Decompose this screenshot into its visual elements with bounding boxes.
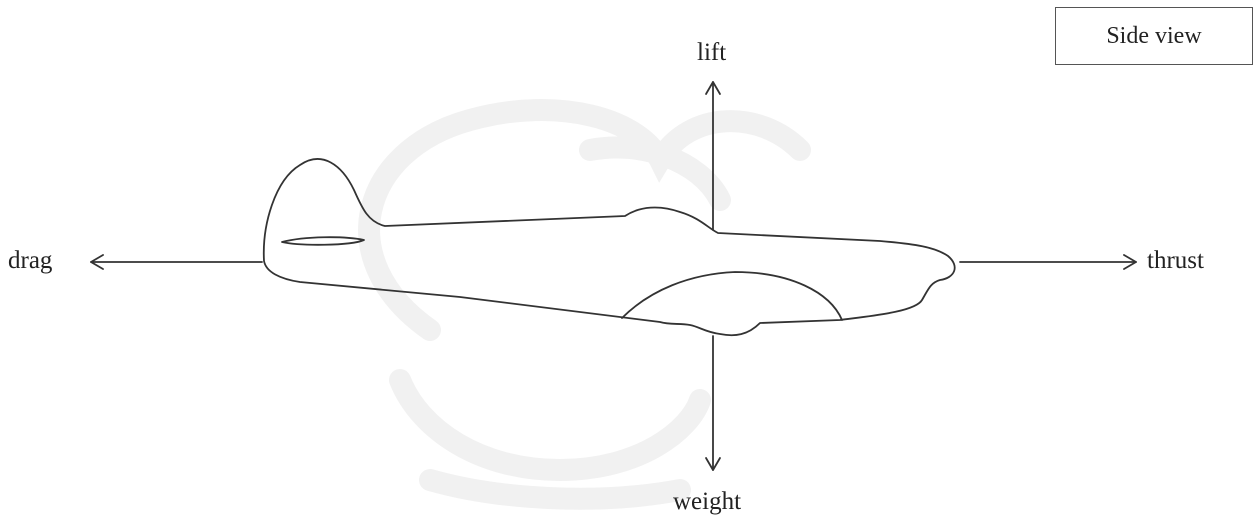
thrust-label: thrust	[1147, 247, 1204, 274]
weight-label: weight	[673, 488, 742, 515]
view-label-box: Side view	[1055, 7, 1253, 65]
weight-arrowhead	[705, 457, 721, 471]
lift-label: lift	[697, 39, 727, 66]
aircraft-outline	[262, 158, 956, 337]
force-arrows	[90, 81, 1137, 471]
view-label: Side view	[1106, 22, 1202, 49]
lift-arrowhead	[705, 81, 721, 95]
thrust-arrowhead	[1123, 254, 1137, 270]
drag-arrowhead	[90, 254, 104, 270]
drag-label: drag	[8, 247, 53, 274]
watermark-logo	[358, 99, 811, 510]
